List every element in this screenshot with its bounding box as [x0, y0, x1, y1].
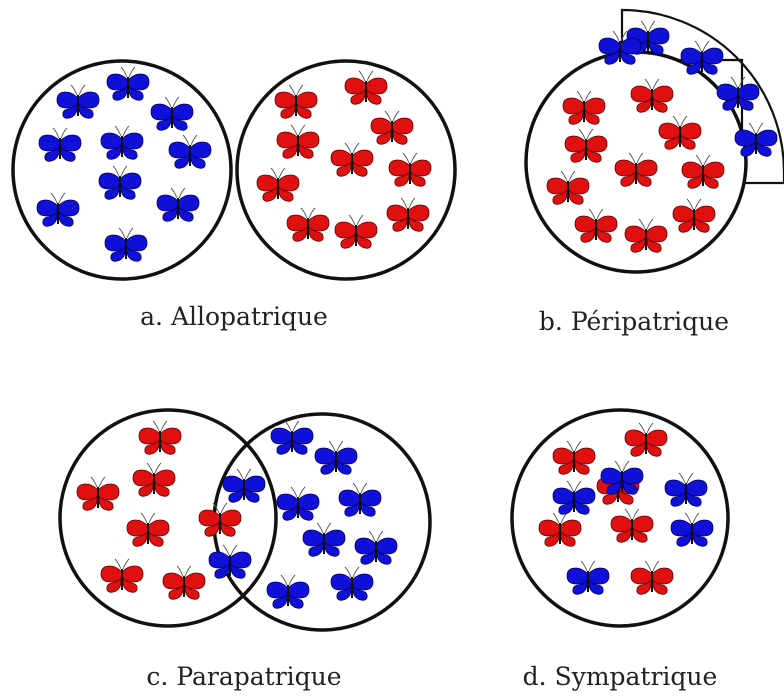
red-butterfly-icon [611, 509, 653, 542]
blue-butterfly-icon [99, 166, 141, 199]
blue-butterfly-icon [105, 228, 147, 261]
blue-butterfly-icon [157, 188, 199, 221]
blue-butterfly-icon [39, 128, 81, 161]
red-butterfly-icon [625, 423, 667, 456]
population-circle-right [214, 414, 430, 630]
red-butterfly-icon [335, 215, 377, 248]
blue-butterfly-icon [169, 135, 211, 168]
red-butterfly-icon [287, 208, 329, 241]
red-butterfly-icon [371, 111, 413, 144]
blue-butterfly-icon [303, 523, 345, 556]
blue-butterfly-icon [277, 487, 319, 520]
red-butterfly-icon [127, 513, 169, 546]
red-butterfly-icon [387, 198, 429, 231]
caption-allopatric: a. Allopatrique [140, 302, 328, 331]
caption-parapatric: c. Parapatrique [146, 662, 341, 691]
red-butterfly-icon [345, 71, 387, 104]
red-butterfly-icon [277, 125, 319, 158]
red-butterfly-icon [275, 85, 317, 118]
red-butterfly-icon [331, 143, 373, 176]
blue-butterfly-icon [271, 421, 313, 454]
panel-allopatric: a. Allopatrique [13, 61, 455, 331]
caption-sympatric: d. Sympatrique [523, 662, 718, 691]
blue-butterfly-icon [567, 561, 609, 594]
blue-butterfly-icon [355, 531, 397, 564]
butterfly-group-d [539, 423, 713, 594]
red-butterfly-icon [133, 463, 175, 496]
red-butterfly-icon [101, 559, 143, 592]
blue-butterfly-icon [339, 483, 381, 516]
red-butterfly-icon [139, 421, 181, 454]
blue-butterfly-icon [601, 461, 643, 494]
red-butterfly-icon [77, 477, 119, 510]
panel-peripatric: b. Péripatrique [526, 10, 784, 336]
blue-butterfly-icon [553, 481, 595, 514]
red-butterfly-icon [257, 168, 299, 201]
red-butterfly-icon [199, 503, 241, 536]
blue-butterfly-icon [665, 473, 707, 506]
blue-butterfly-icon [209, 545, 251, 578]
butterfly-group-c [77, 421, 397, 608]
blue-butterfly-icon [671, 513, 713, 546]
red-butterfly-icon [553, 441, 595, 474]
blue-butterfly-icon [57, 85, 99, 118]
blue-butterfly-icon [267, 575, 309, 608]
butterfly-group-a [37, 67, 431, 261]
panel-parapatric: c. Parapatrique [60, 410, 430, 691]
red-butterfly-icon [389, 153, 431, 186]
caption-peripatric: b. Péripatrique [539, 307, 729, 336]
panel-sympatric: d. Sympatrique [512, 410, 728, 691]
blue-butterfly-icon [101, 126, 143, 159]
blue-butterfly-icon [151, 97, 193, 130]
red-butterfly-icon [163, 566, 205, 599]
blue-butterfly-icon [315, 441, 357, 474]
blue-butterfly-icon [37, 193, 79, 226]
red-butterfly-icon [539, 513, 581, 546]
blue-butterfly-icon [223, 469, 265, 502]
red-butterfly-icon [631, 561, 673, 594]
blue-butterfly-icon [331, 567, 373, 600]
blue-butterfly-icon [107, 67, 149, 100]
